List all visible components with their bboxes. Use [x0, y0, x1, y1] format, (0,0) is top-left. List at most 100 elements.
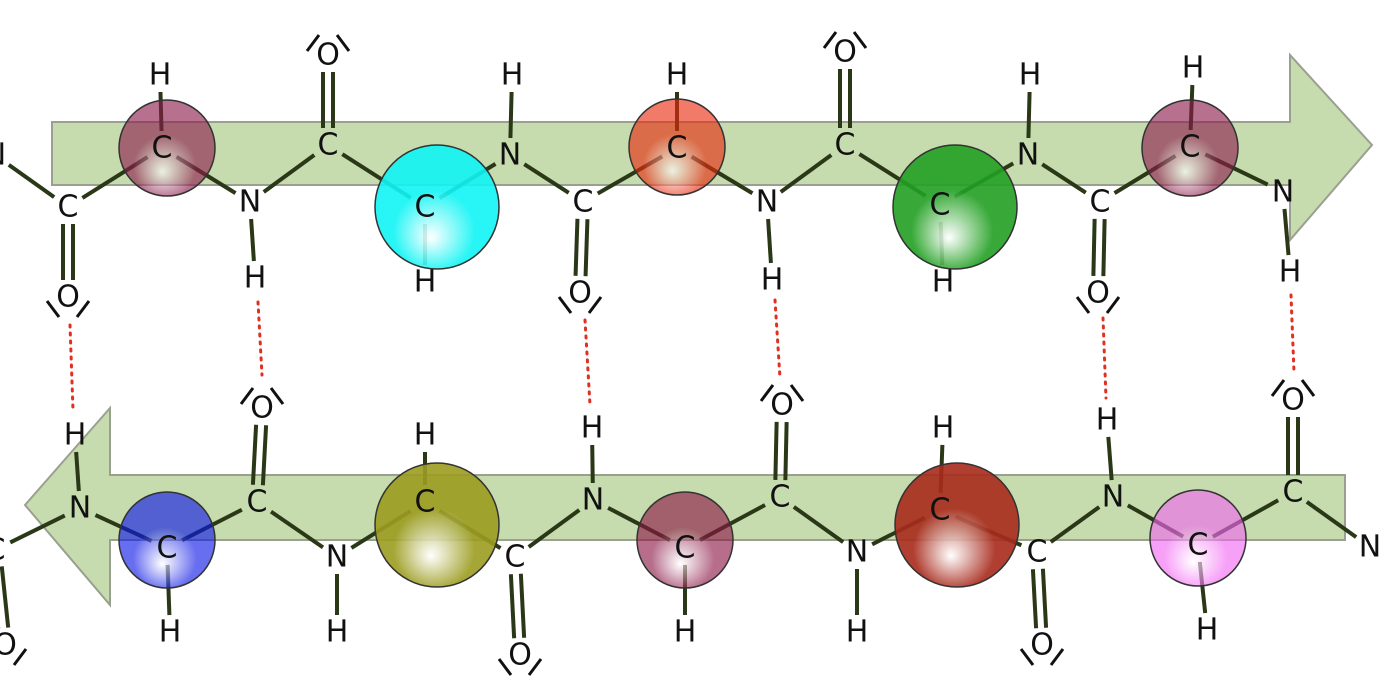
bottom-atom-c: C [0, 533, 5, 568]
top-atom-h: H [1279, 255, 1302, 290]
top-atom-c: C [667, 131, 688, 166]
top-double-bond [583, 219, 590, 277]
bottom-double-bond [1030, 569, 1039, 629]
bottom-atom-h: H [1096, 403, 1119, 438]
top-atom-c: C [318, 128, 339, 163]
lone-pair-mark [789, 384, 805, 402]
bottom-atom-c: C [1188, 528, 1209, 563]
bottom-atom-n: N [582, 483, 604, 518]
bottom-double-bond [0, 566, 11, 628]
bottom-double-bond [783, 422, 789, 481]
bottom-backbone-bond [9, 513, 66, 545]
top-residue-sidechain-4 [892, 144, 1018, 270]
top-backbone-bond [779, 153, 833, 194]
lone-pair-mark [75, 300, 91, 318]
top-double-bond [573, 218, 580, 276]
lone-pair-mark [45, 300, 61, 318]
lone-pair-mark [239, 387, 255, 405]
top-atom-o: O [1086, 276, 1110, 311]
bottom-atom-h: H [159, 615, 182, 650]
bottom-residue-sidechain-3 [636, 491, 734, 589]
lone-pair-mark [269, 387, 285, 405]
bottom-double-bond [1040, 568, 1049, 628]
bottom-side-bond [1106, 436, 1114, 481]
bottom-atom-o: O [250, 391, 274, 426]
lone-pair-mark [1075, 296, 1091, 314]
bottom-backbone-bond [792, 505, 845, 544]
lone-pair-mark [305, 34, 321, 52]
bottom-atom-n: N [326, 540, 348, 575]
bottom-atom-c: C [770, 480, 791, 515]
top-atom-n: N [1017, 138, 1039, 173]
bottom-atom-h: H [326, 615, 349, 650]
bottom-side-bond [74, 451, 81, 492]
bottom-atom-n: N [69, 491, 91, 526]
top-backbone-bond [523, 162, 570, 195]
top-side-bond [508, 91, 514, 139]
bottom-atom-c: C [1283, 475, 1304, 510]
top-side-bond [249, 218, 256, 262]
top-atom-n: N [239, 185, 261, 220]
bottom-atom-o: O [1281, 383, 1305, 418]
bottom-atom-h: H [1196, 613, 1219, 648]
top-atom-n: N [0, 138, 6, 173]
top-atom-h: H [414, 265, 437, 300]
top-double-bond [1091, 218, 1097, 276]
bottom-atom-c: C [415, 485, 436, 520]
bottom-atom-h: H [932, 411, 955, 446]
bottom-backbone-bond [527, 508, 581, 549]
bottom-residue-sidechain-1 [118, 491, 216, 589]
top-atom-h: H [666, 58, 689, 93]
bottom-atom-c: C [675, 531, 696, 566]
hydrogen-bond [256, 300, 264, 377]
bottom-atom-c: C [505, 540, 526, 575]
bottom-double-bond [508, 574, 517, 639]
bottom-atom-o: O [508, 638, 532, 673]
top-atom-n: N [756, 185, 778, 220]
top-atom-c: C [58, 190, 79, 225]
bottom-residue-sidechain-5 [1149, 489, 1247, 587]
top-residue-sidechain-2 [374, 144, 500, 270]
top-residue-sidechain-5 [1141, 99, 1239, 197]
lone-pair-mark [12, 648, 28, 666]
hydrogen-bond [68, 323, 75, 412]
bottom-atom-h: H [581, 411, 604, 446]
bottom-residue-sidechain-2 [374, 462, 500, 588]
bottom-atom-n: N [846, 535, 868, 570]
lone-pair-mark [1049, 648, 1065, 666]
lone-pair-mark [852, 31, 868, 49]
lone-pair-mark [557, 296, 573, 314]
top-atom-n: N [499, 138, 521, 173]
bottom-atom-h: H [674, 615, 697, 650]
bottom-atom-h: H [414, 418, 437, 453]
top-atom-c: C [1180, 130, 1201, 165]
top-side-bond [1026, 91, 1032, 139]
bottom-atom-c: C [930, 493, 951, 528]
top-backbone-bond [7, 163, 56, 199]
bottom-side-bond [590, 444, 595, 484]
bottom-atom-n: N [1359, 530, 1381, 565]
hydrogen-bond [1101, 316, 1108, 400]
bottom-atom-c: C [1027, 535, 1048, 570]
top-side-bond [766, 218, 773, 264]
bottom-atom-o: O [0, 628, 17, 663]
bottom-double-bond [250, 424, 259, 485]
lone-pair-mark [1270, 379, 1286, 397]
top-atom-o: O [833, 35, 857, 70]
top-atom-c: C [1090, 185, 1111, 220]
lone-pair-mark [335, 34, 351, 52]
top-atom-o: O [316, 38, 340, 73]
bottom-atom-o: O [1030, 628, 1054, 663]
hydrogen-bond [1289, 293, 1296, 374]
top-atom-n: N [1272, 175, 1294, 210]
bottom-atom-h: H [64, 418, 87, 453]
lone-pair-mark [587, 296, 603, 314]
bottom-residue-sidechain-4 [894, 462, 1020, 588]
bottom-atom-o: O [770, 388, 794, 423]
top-atom-h: H [501, 58, 524, 93]
lone-pair-mark [1105, 296, 1121, 314]
bottom-double-bond [518, 573, 527, 638]
lone-pair-mark [822, 31, 838, 49]
